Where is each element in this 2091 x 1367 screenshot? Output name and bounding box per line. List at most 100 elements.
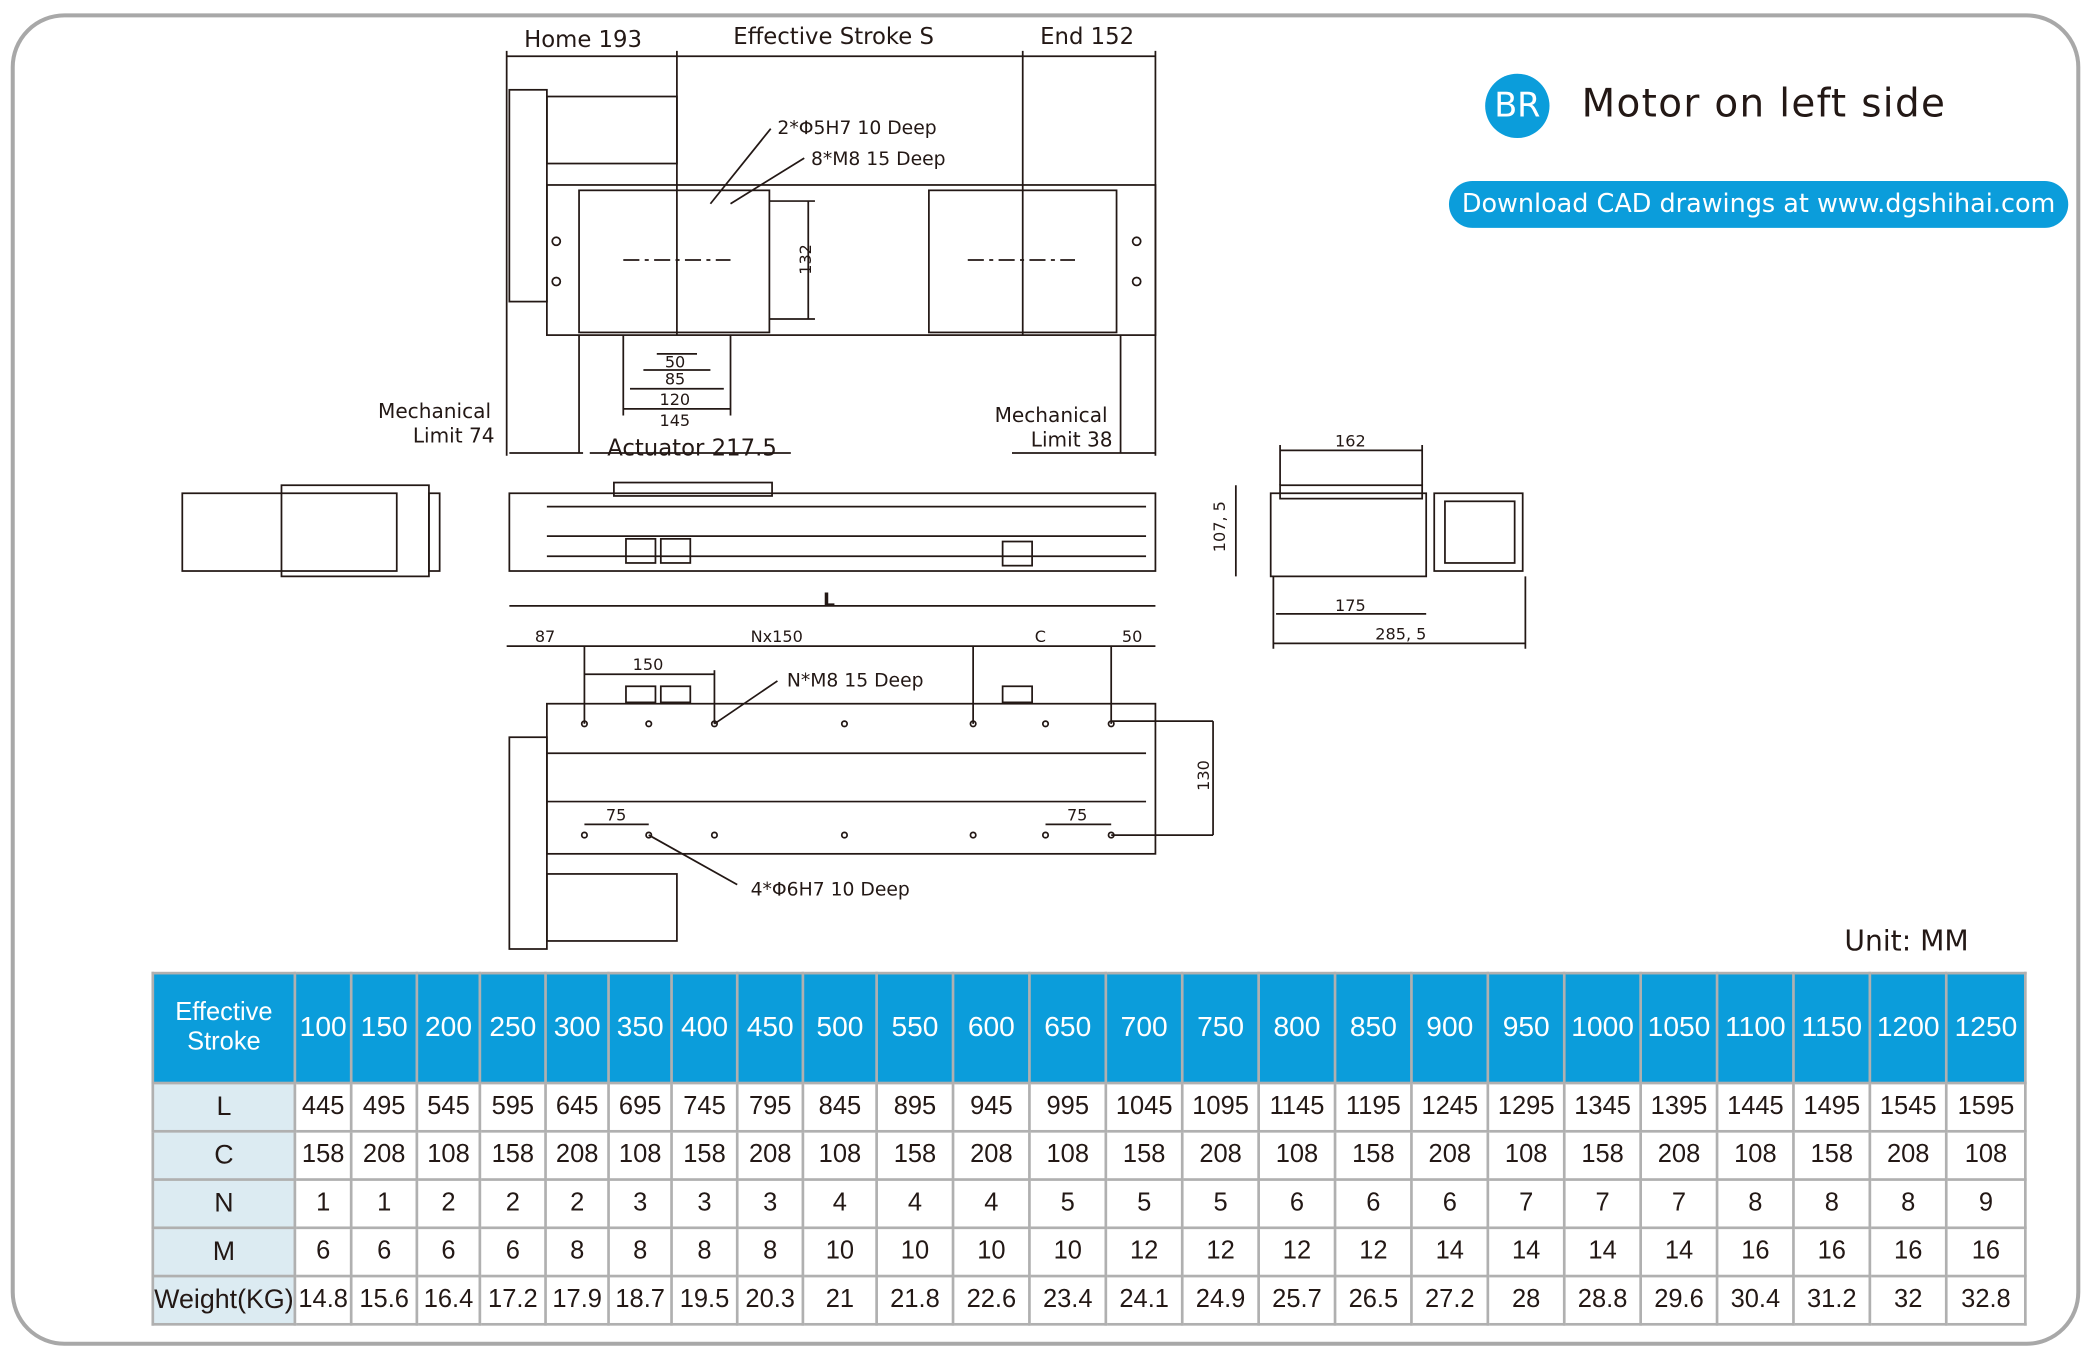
stroke-header: 950 <box>1486 971 1566 1085</box>
nm8-label: N*M8 15 Deep <box>787 670 924 691</box>
table-cell: 158 <box>1563 1129 1643 1181</box>
side-view <box>181 481 1157 607</box>
table-cell: 8 <box>1868 1178 1948 1230</box>
table-cell: 1445 <box>1715 1081 1795 1133</box>
table-cell: 1545 <box>1868 1081 1948 1133</box>
table-cell: 14 <box>1486 1226 1566 1278</box>
stroke-header: 600 <box>951 971 1031 1085</box>
home-label: Home 193 <box>524 27 642 53</box>
table-cell: 8 <box>670 1226 739 1278</box>
table-cell: 595 <box>478 1081 548 1133</box>
table-cell: 445 <box>293 1081 353 1133</box>
download-cad-link[interactable]: Download CAD drawings at www.dgshihai.co… <box>1448 180 2069 228</box>
table-cell: 12 <box>1181 1226 1261 1278</box>
table-cell: 5 <box>1028 1178 1108 1230</box>
mech-limit-left-1: Mechanical <box>378 399 491 423</box>
table-cell: 208 <box>1868 1129 1948 1181</box>
table-cell: 26.5 <box>1333 1274 1413 1326</box>
dim-107-5: 107, 5 <box>1210 501 1229 552</box>
table-cell: 6 <box>1410 1178 1490 1230</box>
table-cell: 5 <box>1181 1178 1261 1230</box>
end-label: End 152 <box>1040 24 1134 50</box>
table-cell: 158 <box>1792 1129 1872 1181</box>
stroke-header: 350 <box>607 971 674 1085</box>
table-cell: 17.9 <box>544 1274 611 1326</box>
dim-nx150: Nx150 <box>751 627 803 646</box>
dim-120: 120 <box>659 390 690 409</box>
stroke-header: 1050 <box>1639 971 1719 1085</box>
table-cell: 1295 <box>1486 1081 1566 1133</box>
dim-132: 132 <box>796 244 815 275</box>
table-cell: 17.2 <box>478 1274 548 1326</box>
table-cell: 19.5 <box>670 1274 739 1326</box>
unit-label: Unit: MM <box>1844 924 1969 958</box>
dim-150: 150 <box>633 655 664 674</box>
stroke-header: 200 <box>415 971 482 1085</box>
stroke-header: 300 <box>544 971 611 1085</box>
table-cell: 108 <box>1715 1129 1795 1181</box>
dim-50b: 50 <box>1122 627 1142 646</box>
page-frame <box>10 13 2081 1346</box>
table-cell: 18.7 <box>607 1274 674 1326</box>
table-cell: 108 <box>1945 1129 2027 1181</box>
stroke-header: 400 <box>670 971 739 1085</box>
table-cell: 745 <box>670 1081 739 1133</box>
table-cell: 7 <box>1639 1178 1719 1230</box>
table-cell: 4 <box>951 1178 1031 1230</box>
table-cell: 8 <box>1792 1178 1872 1230</box>
table-cell: 1 <box>349 1178 419 1230</box>
table-cell: 12 <box>1333 1226 1413 1278</box>
table-cell: 2 <box>415 1178 482 1230</box>
table-cell: 24.9 <box>1181 1274 1261 1326</box>
table-cell: 14 <box>1563 1226 1643 1278</box>
table-cell: 12 <box>1257 1226 1337 1278</box>
table-cell: 1245 <box>1410 1081 1490 1133</box>
table-cell: 1095 <box>1181 1081 1261 1133</box>
table-cell: 158 <box>478 1129 548 1181</box>
table-cell: 21.8 <box>875 1274 955 1326</box>
table-cell: 32 <box>1868 1274 1948 1326</box>
table-cell: 6 <box>349 1226 419 1278</box>
table-cell: 7 <box>1486 1178 1566 1230</box>
dim-75a: 75 <box>606 805 626 824</box>
end-view <box>1234 445 1527 649</box>
stroke-header: 250 <box>478 971 548 1085</box>
table-cell: 8 <box>736 1226 805 1278</box>
table-cell: 3 <box>736 1178 805 1230</box>
table-cell: 21 <box>801 1274 879 1326</box>
table-cell: 30.4 <box>1715 1274 1795 1326</box>
dim-50: 50 <box>665 352 685 371</box>
table-cell: 1495 <box>1792 1081 1872 1133</box>
dim-87: 87 <box>535 627 555 646</box>
table-cell: 14 <box>1410 1226 1490 1278</box>
table-cell: 6 <box>415 1226 482 1278</box>
table-cell: 28.8 <box>1563 1274 1643 1326</box>
table-cell: 208 <box>951 1129 1031 1181</box>
table-cell: 158 <box>875 1129 955 1181</box>
table-cell: 1195 <box>1333 1081 1413 1133</box>
table-cell: 2 <box>544 1178 611 1230</box>
row-label: M <box>151 1226 297 1278</box>
table-cell: 29.6 <box>1639 1274 1719 1326</box>
table-cell: 1345 <box>1563 1081 1643 1133</box>
table-cell: 945 <box>951 1081 1031 1133</box>
table-cell: 9 <box>1945 1178 2027 1230</box>
table-cell: 845 <box>801 1081 879 1133</box>
stroke-header: 850 <box>1333 971 1413 1085</box>
table-cell: 5 <box>1104 1178 1184 1230</box>
row-label: C <box>151 1129 297 1181</box>
stroke-header: 900 <box>1410 971 1490 1085</box>
table-cell: 1145 <box>1257 1081 1337 1133</box>
table-cell: 1045 <box>1104 1081 1184 1133</box>
table-cell: 1595 <box>1945 1081 2027 1133</box>
stroke-header: 1250 <box>1945 971 2027 1085</box>
table-cell: 20.3 <box>736 1274 805 1326</box>
table-cell: 6 <box>1333 1178 1413 1230</box>
dim-175: 175 <box>1335 596 1366 615</box>
